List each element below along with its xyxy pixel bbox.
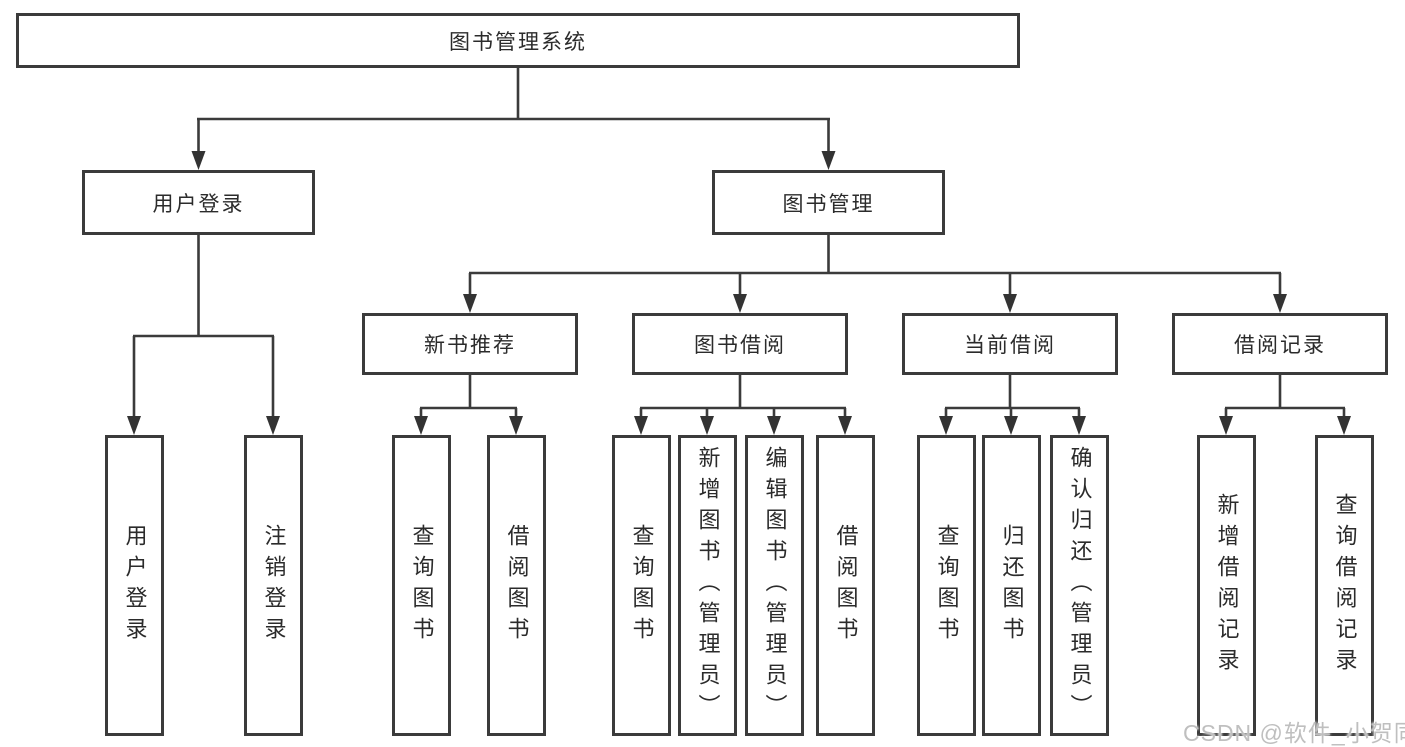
connector-borrow-records-to-leaves [1219,375,1351,435]
connector-new-book-recommend-to-leaves [414,375,523,435]
leaf-edit-book-admin: 编辑图书（管理员） [745,435,804,736]
node-borrow-records: 借阅记录 [1172,313,1388,375]
leaf-user-login-label: 用户登录 [122,523,148,648]
connector-book-management-to-level3 [463,235,1287,313]
csdn-watermark: CSDN @软件_小贺同学 [1183,720,1405,746]
leaf-user-login: 用户登录 [105,435,164,736]
node-root: 图书管理系统 [16,13,1020,68]
leaf-query-book-2: 查询图书 [612,435,671,736]
leaf-add-borrow-record: 新增借阅记录 [1197,435,1256,736]
leaf-add-book-admin: 新增图书（管理员） [678,435,737,736]
connector-user-login-to-leaves [127,235,280,435]
node-current-borrow: 当前借阅 [902,313,1118,375]
leaf-confirm-return-admin-label: 确认归还（管理员） [1067,446,1093,725]
node-book-borrow: 图书借阅 [632,313,848,375]
leaf-return-book: 归还图书 [982,435,1041,736]
leaf-query-book-3-label: 查询图书 [934,523,960,648]
leaf-confirm-return-admin: 确认归还（管理员） [1050,435,1109,736]
connector-book-borrow-to-leaves [634,375,852,435]
leaf-logout: 注销登录 [244,435,303,736]
connector-root-to-level2 [191,68,836,170]
leaf-borrow-book-2-label: 借阅图书 [833,523,859,648]
node-book-management: 图书管理 [712,170,945,235]
leaf-query-borrow-record-label: 查询借阅记录 [1332,492,1358,679]
leaf-logout-label: 注销登录 [261,523,287,648]
leaf-query-book-1-label: 查询图书 [409,523,435,648]
leaf-return-book-label: 归还图书 [999,523,1025,648]
leaf-add-borrow-record-label: 新增借阅记录 [1214,492,1240,679]
leaf-borrow-book-2: 借阅图书 [816,435,875,736]
leaf-borrow-book-1-label: 借阅图书 [504,523,530,648]
leaf-borrow-book-1: 借阅图书 [487,435,546,736]
connector-current-borrow-to-leaves [939,375,1086,435]
node-new-book-recommend: 新书推荐 [362,313,578,375]
node-user-login: 用户登录 [82,170,315,235]
leaf-query-borrow-record: 查询借阅记录 [1315,435,1374,736]
leaf-edit-book-admin-label: 编辑图书（管理员） [762,446,788,725]
leaf-add-book-admin-label: 新增图书（管理员） [695,446,721,725]
leaf-query-book-3: 查询图书 [917,435,976,736]
leaf-query-book-1: 查询图书 [392,435,451,736]
leaf-query-book-2-label: 查询图书 [629,523,655,648]
